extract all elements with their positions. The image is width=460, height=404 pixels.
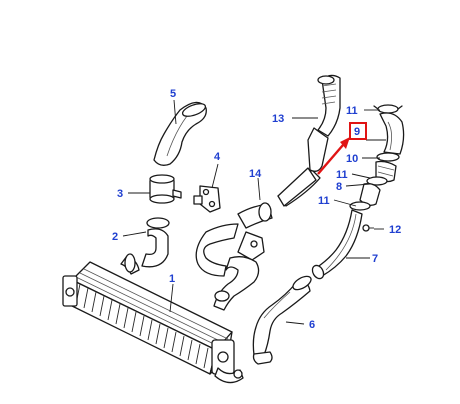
clamp-11-lower-part	[349, 201, 371, 211]
callout-4[interactable]: 4	[214, 151, 221, 163]
upper-corrugated-pipe-part	[277, 74, 341, 207]
callout-5[interactable]: 5	[170, 88, 176, 100]
highlight-arrow	[317, 137, 350, 175]
lower-long-hose-part	[252, 275, 312, 365]
upper-bent-hose-part	[153, 101, 207, 166]
intercooler-part	[62, 261, 244, 384]
sensor-housing-part	[149, 174, 182, 204]
bracket-part	[193, 185, 221, 213]
callout-9[interactable]: 9	[354, 126, 360, 138]
lower-pipe-7-part	[311, 209, 363, 280]
callout-10[interactable]: 10	[346, 153, 358, 165]
callout-6[interactable]: 6	[309, 319, 315, 331]
callout-11-lower[interactable]: 11	[318, 195, 330, 207]
clamp-top-part	[373, 104, 403, 114]
callout-13[interactable]: 13	[272, 113, 284, 125]
callout-3[interactable]: 3	[117, 188, 123, 200]
leader-lines	[122, 99, 386, 325]
upper-hose-9-part	[379, 112, 405, 155]
highlight-box-9	[349, 122, 367, 140]
clamp-10-part	[376, 152, 400, 162]
clamp-11-middle-part	[366, 176, 388, 186]
bolt-12-part	[362, 224, 374, 232]
callout-14[interactable]: 14	[249, 168, 262, 180]
callout-2[interactable]: 2	[112, 231, 118, 243]
elbow-hose-part	[120, 217, 170, 275]
callout-7[interactable]: 7	[372, 253, 378, 265]
callout-1[interactable]: 1	[169, 273, 175, 285]
callout-11-middle[interactable]: 11	[336, 169, 348, 181]
callout-8[interactable]: 8	[336, 181, 342, 193]
callout-11-top[interactable]: 11	[346, 105, 358, 117]
callout-12[interactable]: 12	[389, 224, 401, 236]
